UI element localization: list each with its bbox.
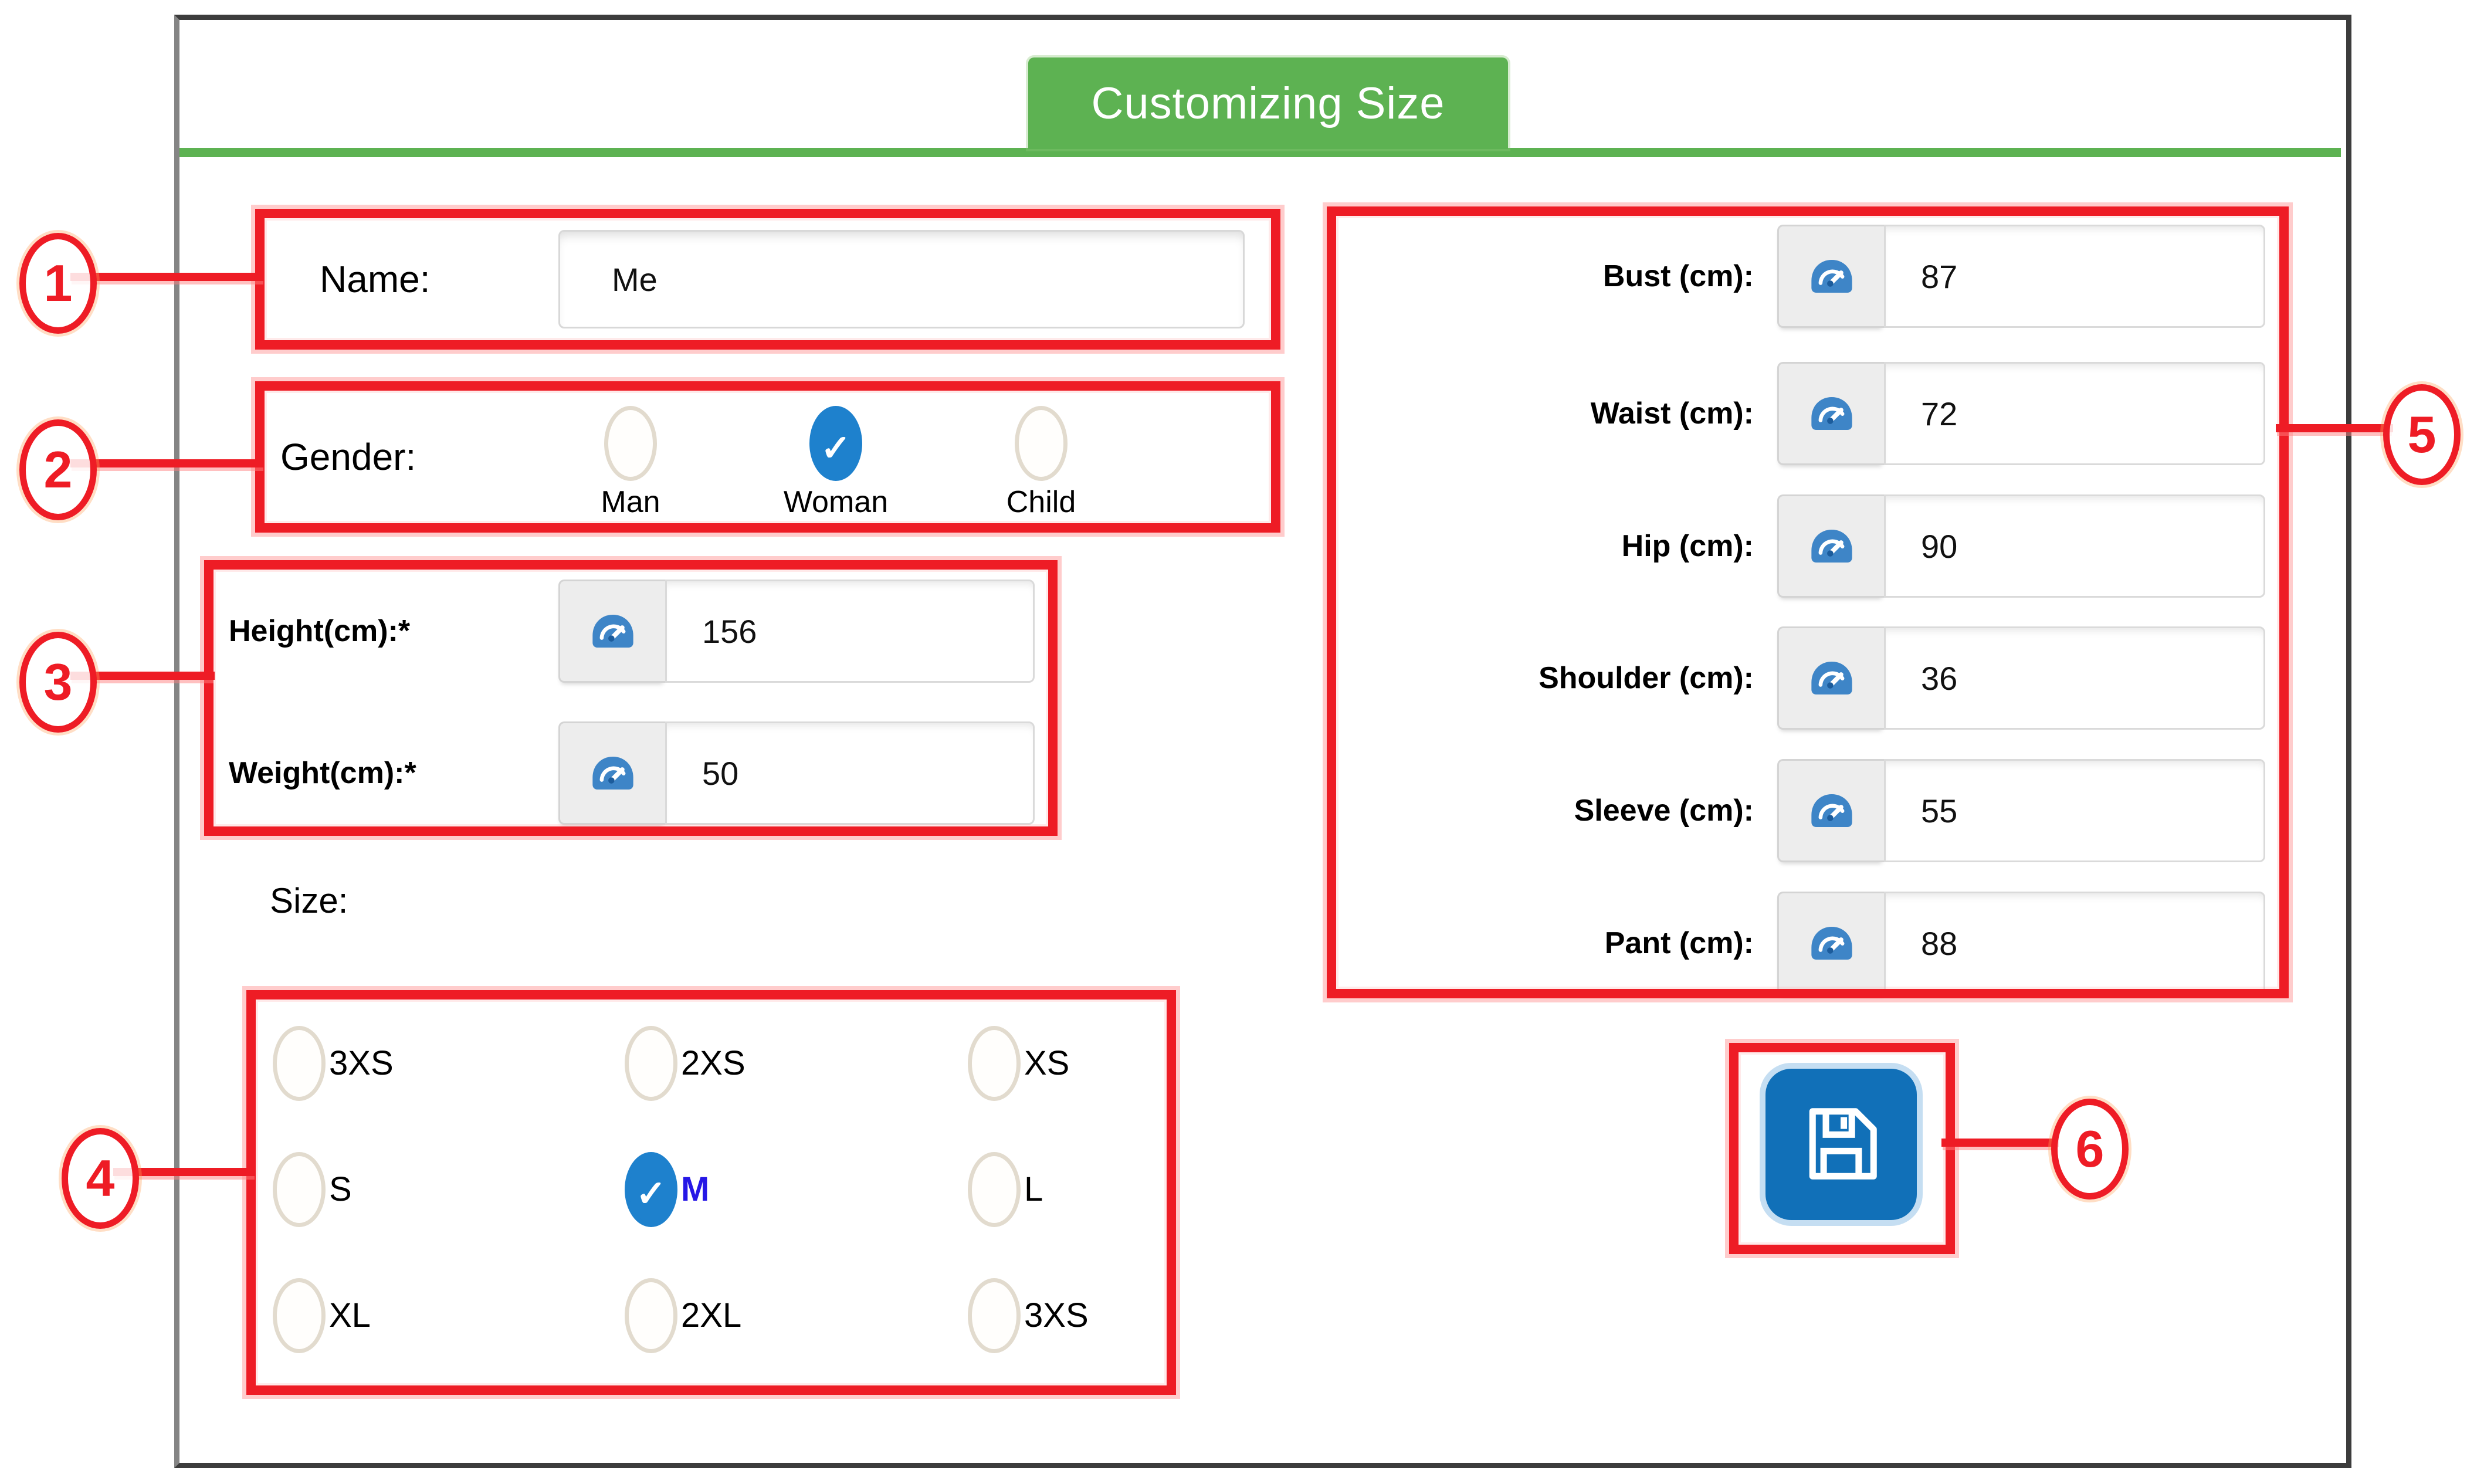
gauge-icon: [1777, 494, 1884, 598]
size-option-m[interactable]: M: [625, 1126, 968, 1252]
size-option-l[interactable]: L: [968, 1126, 1170, 1252]
size-option-label: 2XS: [681, 1044, 745, 1082]
name-input[interactable]: [558, 230, 1245, 328]
gauge-icon: [1777, 759, 1884, 862]
size-option-2xs[interactable]: 2XS: [625, 1000, 968, 1126]
waist-label: Waist (cm):: [1590, 397, 1754, 431]
pant-label: Pant (cm):: [1604, 926, 1754, 960]
annotation-circle-1: 1: [19, 233, 97, 334]
annotation-number: 4: [86, 1149, 115, 1207]
waist-input[interactable]: [1884, 362, 2265, 465]
gauge-icon: [558, 721, 665, 825]
tab-underline: [179, 148, 2341, 157]
gender-option-label: Woman: [783, 485, 889, 519]
annotation-number: 6: [2075, 1120, 2105, 1178]
radio-unchecked-icon[interactable]: [625, 1025, 677, 1101]
annotation-circle-4: 4: [62, 1128, 139, 1229]
size-option-label: L: [1024, 1170, 1043, 1208]
size-options-grid: 3XS 2XS XS S M L XL 2XL: [273, 1000, 1170, 1378]
weight-label: Weight(cm):*: [229, 756, 416, 790]
page-title: Customizing Size: [1091, 78, 1445, 128]
gender-option-child[interactable]: Child: [947, 406, 1135, 520]
size-option-3xs-2[interactable]: 3XS: [968, 1252, 1170, 1378]
radio-unchecked-icon[interactable]: [968, 1278, 1021, 1353]
size-option-label: M: [681, 1170, 710, 1208]
size-option-3xs[interactable]: 3XS: [273, 1000, 625, 1126]
floppy-disk-icon: [1795, 1098, 1887, 1191]
annotation-line-2: [70, 459, 265, 467]
radio-unchecked-icon[interactable]: [1015, 406, 1068, 481]
save-button[interactable]: [1765, 1069, 1917, 1220]
gender-option-man[interactable]: Man: [537, 406, 724, 520]
weight-field-group: [558, 721, 1035, 825]
hip-label: Hip (cm):: [1621, 529, 1754, 563]
size-label: Size:: [270, 880, 348, 920]
height-input[interactable]: [665, 580, 1035, 683]
size-option-2xl[interactable]: 2XL: [625, 1252, 968, 1378]
radio-unchecked-icon[interactable]: [273, 1151, 326, 1227]
annotation-line-1: [70, 273, 265, 281]
measurement-row-waist: Waist (cm):: [1343, 362, 2265, 465]
annotation-circle-6: 6: [2051, 1099, 2129, 1200]
measurement-row-sleeve: Sleeve (cm):: [1343, 759, 2265, 862]
annotation-number: 3: [43, 653, 73, 711]
radio-unchecked-icon[interactable]: [604, 406, 657, 481]
size-option-label: S: [329, 1170, 352, 1208]
measurement-row-pant: Pant (cm):: [1343, 892, 2265, 995]
shoulder-input[interactable]: [1884, 626, 2265, 730]
annotation-circle-3: 3: [19, 632, 97, 733]
measurement-row-shoulder: Shoulder (cm):: [1343, 626, 2265, 730]
measurement-row-hip: Hip (cm):: [1343, 494, 2265, 598]
gauge-icon: [1777, 362, 1884, 465]
annotation-circle-2: 2: [19, 419, 97, 520]
gauge-icon: [1777, 626, 1884, 730]
size-option-label: 3XS: [1024, 1296, 1089, 1334]
radio-unchecked-icon[interactable]: [273, 1025, 326, 1101]
annotation-line-3: [70, 672, 215, 680]
size-option-label: XL: [329, 1296, 371, 1334]
height-label: Height(cm):*: [229, 614, 411, 648]
sleeve-label: Sleeve (cm):: [1574, 794, 1754, 828]
gender-option-label: Man: [601, 485, 660, 519]
annotation-number: 1: [43, 254, 73, 312]
annotation-number: 2: [43, 441, 73, 499]
annotation-circle-5: 5: [2383, 384, 2461, 485]
size-option-xs[interactable]: XS: [968, 1000, 1170, 1126]
sleeve-input[interactable]: [1884, 759, 2265, 862]
radio-unchecked-icon[interactable]: [968, 1151, 1021, 1227]
bust-label: Bust (cm):: [1602, 259, 1754, 293]
tab-customizing-size[interactable]: Customizing Size: [1028, 57, 1508, 149]
annotation-number: 5: [2407, 405, 2436, 463]
radio-unchecked-icon[interactable]: [273, 1278, 326, 1353]
size-option-xl[interactable]: XL: [273, 1252, 625, 1378]
name-label: Name:: [320, 258, 431, 300]
hip-input[interactable]: [1884, 494, 2265, 598]
radio-unchecked-icon[interactable]: [968, 1025, 1021, 1101]
size-option-label: 3XS: [329, 1044, 394, 1082]
measurement-row-bust: Bust (cm):: [1343, 225, 2265, 328]
gender-option-label: Child: [1006, 485, 1076, 519]
annotation-line-6: [1941, 1139, 2059, 1147]
gauge-icon: [1777, 892, 1884, 995]
annotation-line-5: [2276, 424, 2393, 432]
size-option-label: XS: [1024, 1044, 1070, 1082]
weight-input[interactable]: [665, 721, 1035, 825]
radio-unchecked-icon[interactable]: [625, 1278, 677, 1353]
annotation-line-4: [113, 1168, 256, 1176]
bust-input[interactable]: [1884, 225, 2265, 328]
size-option-label: 2XL: [681, 1296, 742, 1334]
gauge-icon: [1777, 225, 1884, 328]
size-option-s[interactable]: S: [273, 1126, 625, 1252]
check-icon[interactable]: [625, 1151, 677, 1227]
gender-option-woman[interactable]: Woman: [742, 406, 930, 520]
check-icon[interactable]: [809, 406, 862, 481]
gauge-icon: [558, 580, 665, 683]
pant-input[interactable]: [1884, 892, 2265, 995]
gender-label: Gender:: [280, 436, 416, 478]
height-field-group: [558, 580, 1035, 683]
shoulder-label: Shoulder (cm):: [1539, 661, 1754, 695]
